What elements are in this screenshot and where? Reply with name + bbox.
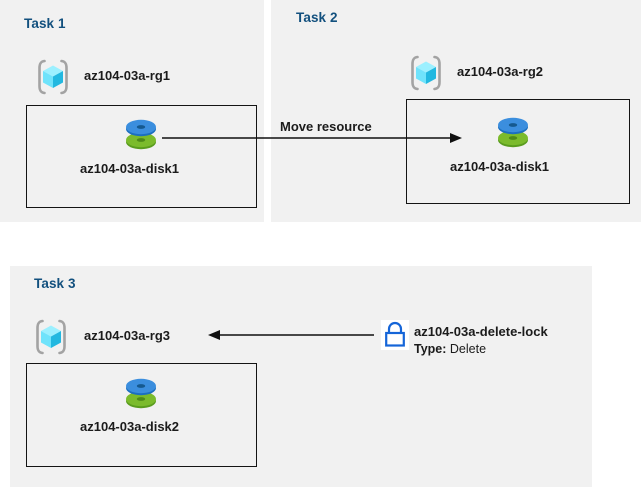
delete-lock-name-label: az104-03a-delete-lock — [414, 324, 548, 339]
disk-label-3: az104-03a-disk2 — [80, 419, 180, 434]
delete-lock-type-key: Type: — [414, 342, 447, 356]
resource-group-label-2: az104-03a-rg2 — [457, 64, 543, 79]
disk-label-1: az104-03a-disk1 — [80, 161, 180, 176]
move-resource-arrow-head — [450, 133, 462, 143]
resource-group-box-1 — [26, 105, 257, 208]
task-1-title: Task 1 — [24, 16, 66, 31]
resource-group-label-1: az104-03a-rg1 — [84, 68, 170, 83]
disk-label-2: az104-03a-disk1 — [450, 159, 550, 174]
resource-group-label-3: az104-03a-rg3 — [84, 328, 170, 343]
resource-group-icon — [36, 319, 66, 355]
task-panel-2 — [271, 0, 641, 222]
delete-lock-arrow-head — [208, 330, 220, 340]
managed-disk-icon — [126, 378, 156, 409]
delete-lock-type-value: Delete — [449, 342, 487, 356]
task-panel-1 — [0, 0, 264, 222]
task-3-title: Task 3 — [34, 276, 76, 291]
padlock-icon — [381, 320, 409, 350]
resource-group-icon — [411, 55, 441, 91]
move-resource-label: Move resource — [280, 119, 372, 134]
task-panel-3 — [10, 266, 592, 487]
managed-disk-icon — [126, 119, 156, 150]
managed-disk-icon — [498, 117, 528, 148]
resource-group-box-2 — [406, 99, 630, 204]
resource-group-icon — [38, 59, 68, 95]
resource-group-box-3 — [26, 363, 257, 467]
delete-lock-type-line: Type: Delete — [414, 342, 486, 356]
task-2-title: Task 2 — [296, 10, 338, 25]
